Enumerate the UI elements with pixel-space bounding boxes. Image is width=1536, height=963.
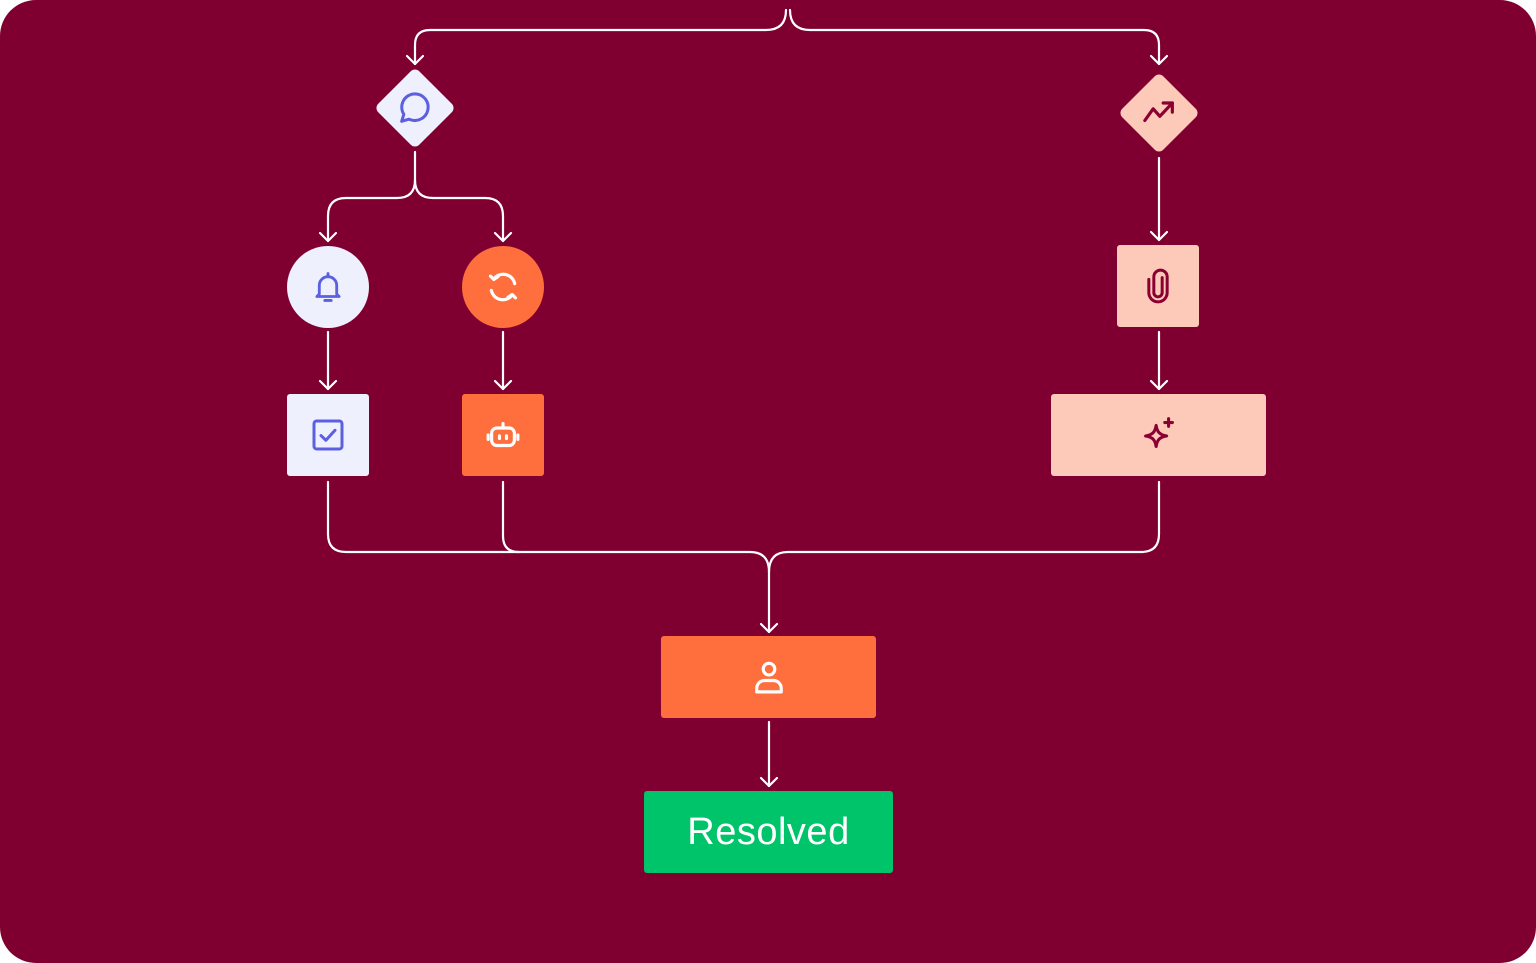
bell-step-node bbox=[287, 246, 369, 328]
arrowhead bbox=[1149, 230, 1169, 242]
checkbox-icon bbox=[312, 419, 344, 451]
bot-step-node bbox=[462, 394, 544, 476]
connector-chat-to-bell bbox=[326, 150, 417, 243]
connector-ai-to-merge bbox=[767, 480, 1161, 574]
resolved-step-node: Resolved bbox=[644, 791, 893, 873]
sparkle-icon bbox=[1143, 417, 1174, 449]
arrowhead bbox=[405, 54, 425, 66]
chat-decision-node bbox=[373, 66, 457, 150]
arrowhead bbox=[318, 231, 338, 243]
chat-bubble-icon bbox=[400, 92, 430, 123]
ai-step-node bbox=[1051, 394, 1266, 476]
trend-decision-node bbox=[1117, 71, 1201, 155]
connector-top-to-chat bbox=[413, 8, 788, 66]
connector-top-to-trend bbox=[788, 8, 1161, 66]
refresh-icon bbox=[488, 272, 518, 302]
resolved-label: Resolved bbox=[687, 810, 850, 853]
attachment-step-node bbox=[1117, 245, 1199, 327]
arrowhead bbox=[318, 379, 338, 391]
connector-checkbox-to-merge bbox=[326, 480, 771, 574]
connector-chat-to-sync bbox=[413, 178, 505, 243]
sync-step-node bbox=[462, 246, 544, 328]
arrowhead bbox=[493, 379, 513, 391]
connector-bot-to-merge bbox=[501, 480, 521, 554]
user-icon bbox=[754, 661, 783, 694]
paperclip-icon bbox=[1147, 268, 1169, 304]
arrowhead bbox=[1149, 379, 1169, 391]
robot-icon bbox=[486, 422, 520, 448]
arrowhead bbox=[759, 622, 779, 634]
arrowhead bbox=[493, 231, 513, 243]
arrowhead bbox=[759, 776, 779, 788]
arrowhead bbox=[1149, 54, 1169, 66]
agent-step-node bbox=[661, 636, 876, 718]
checkbox-step-node bbox=[287, 394, 369, 476]
trending-up-icon bbox=[1143, 101, 1174, 123]
bell-icon bbox=[315, 272, 341, 302]
